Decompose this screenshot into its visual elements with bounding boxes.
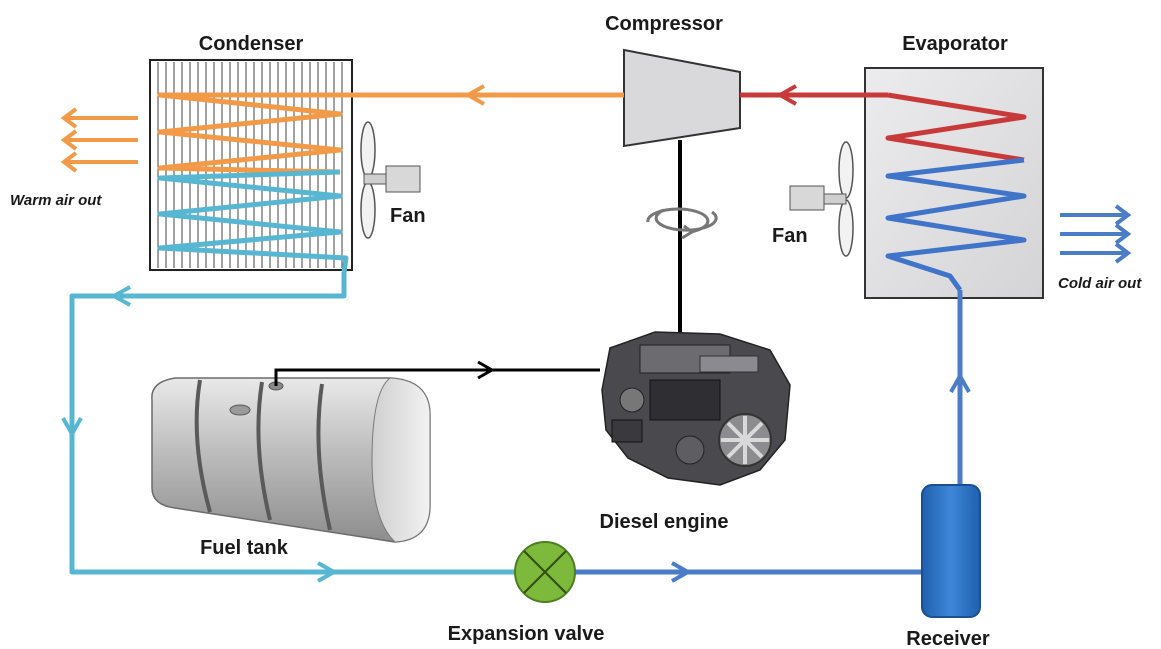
fan-icon [360,121,421,239]
warm-air-arrows [60,107,138,173]
evaporator [864,67,1044,299]
suction-line [740,84,888,106]
evaporator-label: Evaporator [902,33,1008,55]
condenser-label: Condenser [199,33,304,55]
condenser-fan-label: Fan [390,205,426,227]
fuel-tank-label: Fuel tank [200,537,289,559]
cold-liquid-line [575,290,971,583]
condenser-coil-hot [157,92,352,175]
rotation-arrow-icon [646,207,718,240]
warm-air-label: Warm air out [10,192,102,209]
diesel-engine-label: Diesel engine [600,511,729,533]
liquid-line [61,272,515,583]
receiver-label: Receiver [906,628,990,649]
evaporator-coil-hot [885,92,1027,163]
expansion-valve-label: Expansion valve [448,623,605,645]
valve-cross-icon [514,541,576,603]
condenser-coil-liquid [157,169,349,273]
diesel-engine [601,331,791,486]
evaporator-fan-label: Fan [772,225,808,247]
condenser [149,59,353,273]
fuel-tank [151,377,431,543]
compressor [623,48,741,148]
fan-icon [789,141,854,257]
cold-air-arrows [1060,204,1132,264]
cold-air-label: Cold air out [1058,275,1142,292]
hot-gas-line [352,84,624,106]
receiver [921,484,981,618]
compressor-label: Compressor [605,13,723,35]
evaporator-coil-cold [885,157,1027,292]
fuel-line [274,360,600,386]
